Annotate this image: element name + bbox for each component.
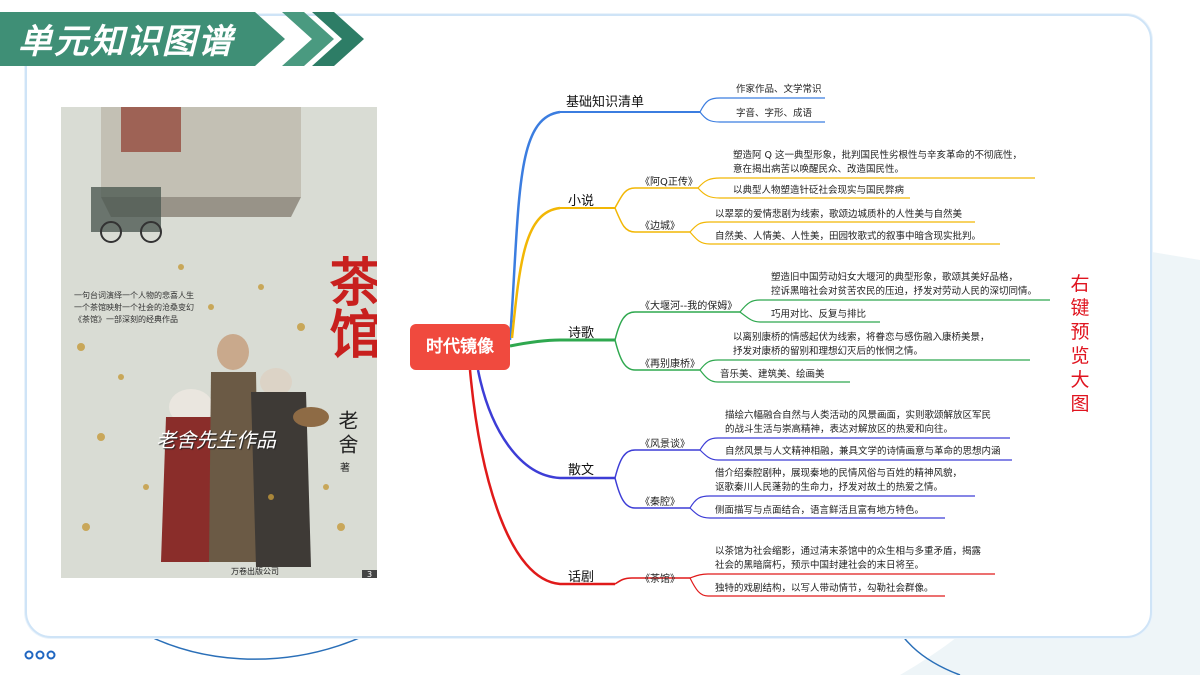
- leaf-connector: [699, 437, 1010, 451]
- leaf-text: 以茶馆为社会缩影，通过清末茶馆中的众生相与多重矛盾，揭露: [715, 546, 982, 557]
- leaf-connector: [697, 177, 1035, 189]
- branch-connector: [509, 338, 615, 348]
- sub-connector: [614, 311, 740, 341]
- sub-topic[interactable]: 《大堰河--我的保姆》: [640, 301, 738, 312]
- branch-connector: [476, 369, 615, 480]
- leaf-text: 抒发对康桥的留别和理想幻灭后的怅惘之情。: [733, 346, 924, 357]
- preview-hint: 右键预览大图: [1070, 273, 1090, 415]
- sub-topic[interactable]: 《阿Q正传》: [640, 177, 698, 188]
- cover-blurb-line: 一个茶馆映射一个社会的沧桑变幻: [74, 303, 194, 312]
- leaf-text: 借介绍秦腔剧种，展现秦地的民情风俗与百姓的精神风貌，: [715, 468, 963, 479]
- leaf-text: 字音、字形、成语: [736, 108, 813, 119]
- sub-topic[interactable]: 《风景谈》: [640, 439, 690, 450]
- dots-icon: [24, 650, 56, 660]
- cover-publisher: 万卷出版公司: [231, 567, 279, 576]
- branch-basics[interactable]: 基础知识清单: [566, 95, 645, 110]
- leaf-connector: [689, 573, 995, 579]
- sub-connector: [614, 207, 690, 233]
- leaf-connector: [689, 507, 945, 519]
- leaf-text: 以离别康桥的情感起伏为线索，将眷恋与感伤融入康桥美景，: [733, 332, 990, 343]
- cover-author-suffix: 著: [340, 463, 350, 474]
- leaf-connector: [689, 495, 975, 509]
- leaf-connector: [697, 187, 910, 199]
- cover-blurb-line: 一句台词演绎一个人物的悲喜人生: [74, 291, 194, 300]
- cover-title: 茶馆: [320, 255, 377, 359]
- book-cover: 茶馆 老舍 著 一句台词演绎一个人物的悲喜人生 一个茶馆映射一个社会的沧桑变幻 …: [61, 107, 377, 578]
- leaf-text: 控诉黑暗社会对贫苦农民的压迫，抒发对劳动人民的深切同情。: [771, 286, 1038, 297]
- leaf-connector: [699, 359, 1030, 371]
- central-topic[interactable]: 时代镜像: [410, 324, 510, 370]
- branch-connector: [508, 110, 561, 341]
- leaf-text: 自然美、人情美、人性美，田园牧歌式的叙事中暗含现实批判。: [715, 231, 982, 242]
- leaf-text: 音乐美、建筑美、绘画美: [720, 369, 825, 380]
- leaf-text: 自然风景与人文精神相融，兼具文学的诗情画意与革命的思想内涵: [725, 446, 1001, 457]
- title-banner: [0, 12, 285, 66]
- leaf-connector: [689, 577, 945, 597]
- leaf-connector: [689, 231, 1000, 245]
- branch-poetry[interactable]: 诗歌: [568, 326, 595, 341]
- branch-drama[interactable]: 话剧: [568, 570, 595, 585]
- leaf-text: 社会的黑暗腐朽，预示中国封建社会的末日将至。: [715, 560, 925, 571]
- leaf-text: 塑造阿 Q 这一典型形象，批判国民性劣根性与辛亥革命的不彻底性，: [733, 150, 1023, 161]
- sub-topic[interactable]: 《茶馆》: [640, 574, 680, 585]
- page-badge: 3: [362, 570, 377, 578]
- cover-blurb-line: 《茶馆》一部深刻的经典作品: [74, 315, 178, 324]
- sub-topic[interactable]: 《秦腔》: [640, 497, 680, 508]
- sub-connector: [614, 339, 700, 371]
- leaf-text: 塑造旧中国劳动妇女大堰河的典型形象，歌颂其美好品格，: [771, 272, 1019, 283]
- leaf-connector: [699, 449, 1012, 461]
- leaf-text: 作家作品、文学常识: [736, 84, 822, 95]
- cover-illustration: [61, 107, 377, 578]
- leaf-text: 以典型人物塑造针砭社会现实与国民弊病: [733, 185, 905, 196]
- leaf-connector: [699, 369, 850, 383]
- branch-connector: [510, 206, 561, 339]
- branch-novel[interactable]: 小说: [568, 194, 595, 209]
- branch-connector: [468, 369, 615, 586]
- sub-topic[interactable]: 《再别康桥》: [640, 359, 700, 370]
- branch-prose[interactable]: 散文: [568, 463, 595, 478]
- page-title: 单元知识图谱: [18, 22, 234, 62]
- leaf-connector: [739, 299, 1050, 313]
- leaf-connector: [689, 221, 975, 233]
- sub-connector: [614, 477, 690, 509]
- leaf-text: 描绘六幅融合自然与人类活动的风景画面，实则歌颂解放区军民: [725, 410, 992, 421]
- leaf-connector: [739, 311, 880, 323]
- sub-connector: [614, 187, 698, 209]
- leaf-text: 独特的戏剧结构，以写人带动情节，勾勒社会群像。: [715, 583, 934, 594]
- leaf-text: 的战斗生活与崇高精神，表达对解放区的热爱和向往。: [725, 424, 954, 435]
- leaf-text: 意在揭出病苦以唤醒民众、改造国民性。: [733, 164, 905, 175]
- leaf-text: 以翠翠的爱情悲剧为线索，歌颂边城质朴的人性美与自然美: [715, 209, 963, 220]
- leaf-connector: [699, 97, 825, 113]
- sub-topic[interactable]: 《边城》: [640, 221, 680, 232]
- cover-calligraphy: 老舍先生作品: [156, 428, 276, 452]
- leaf-text: 巧用对比、反复与排比: [771, 309, 867, 320]
- sub-connector: [614, 449, 700, 479]
- sub-connector: [614, 577, 690, 585]
- leaf-connector: [699, 111, 825, 123]
- leaf-text: 讴歌秦川人民蓬勃的生命力，抒发对故土的热爱之情。: [715, 482, 944, 493]
- cover-author: 老舍: [335, 410, 359, 458]
- leaf-text: 侧面描写与点面结合，语言鲜活且富有地方特色。: [715, 505, 925, 516]
